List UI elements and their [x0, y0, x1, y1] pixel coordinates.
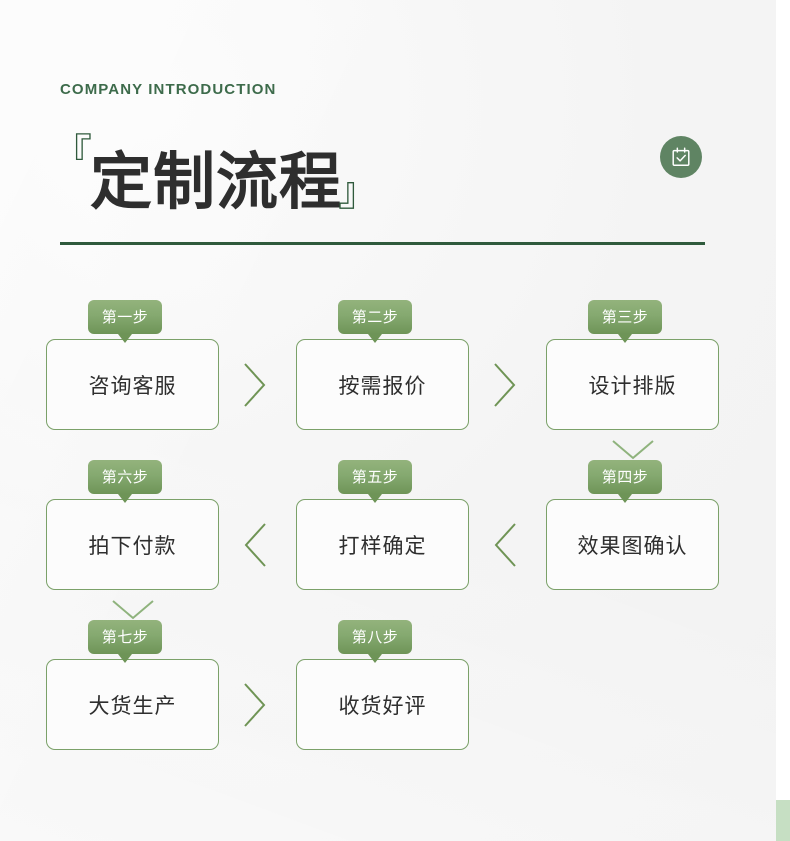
chevron-right-icon	[242, 361, 268, 409]
step-label: 设计排版	[588, 374, 677, 398]
step-card[interactable]: 设计排版	[546, 339, 719, 430]
calendar-check-icon	[660, 136, 702, 178]
step-tag-label: 第三步	[601, 308, 649, 326]
step-card[interactable]: 咨询客服	[46, 339, 219, 430]
bracket-open-mark: 『	[52, 131, 92, 177]
step-tag-label: 第五步	[351, 468, 399, 486]
corner-accent-block	[776, 800, 790, 841]
step-tag-label: 第四步	[601, 468, 649, 486]
chevron-left-icon	[492, 521, 518, 569]
flow-step[interactable]: 按需报价 第二步	[296, 300, 469, 430]
step-tag: 第四步	[588, 460, 662, 503]
chevron-down-icon	[110, 598, 156, 622]
flow-row-3: 大货生产 第七步 收货好评 第八步	[0, 620, 776, 780]
step-tag-label: 第七步	[101, 628, 149, 646]
step-card[interactable]: 大货生产	[46, 659, 219, 750]
step-label: 打样确定	[338, 534, 427, 558]
step-tag-label: 第八步	[351, 628, 399, 646]
step-tag-label: 第六步	[101, 468, 149, 486]
page-title-text: 定制流程	[90, 148, 343, 217]
flow-step[interactable]: 打样确定 第五步	[296, 460, 469, 590]
flow-step[interactable]: 大货生产 第七步	[46, 620, 219, 750]
step-label: 拍下付款	[88, 534, 177, 558]
section-eyebrow: COMPANY INTRODUCTION	[60, 81, 277, 98]
step-tag: 第六步	[88, 460, 162, 503]
step-card[interactable]: 打样确定	[296, 499, 469, 590]
page-title: 『 定制流程 』	[52, 128, 378, 214]
step-tag: 第七步	[88, 620, 162, 663]
step-tag: 第三步	[588, 300, 662, 343]
step-tag: 第五步	[338, 460, 412, 503]
flow-row-1: 咨询客服 第一步 按需报价 第二步	[0, 300, 776, 460]
step-tag-label: 第一步	[101, 308, 149, 326]
bracket-close-mark: 』	[338, 169, 379, 215]
step-tag-label: 第二步	[351, 308, 399, 326]
step-label: 大货生产	[88, 694, 177, 718]
step-card[interactable]: 拍下付款	[46, 499, 219, 590]
title-divider	[60, 242, 705, 245]
chevron-down-icon	[610, 438, 656, 462]
chevron-right-icon	[492, 361, 518, 409]
step-tag: 第二步	[338, 300, 412, 343]
step-label: 效果图确认	[577, 534, 688, 558]
flow-step[interactable]: 拍下付款 第六步	[46, 460, 219, 590]
step-label: 按需报价	[338, 374, 427, 398]
flow-row-2: 拍下付款 第六步 打样确定 第五步	[0, 460, 776, 620]
step-card[interactable]: 按需报价	[296, 339, 469, 430]
step-tag: 第一步	[88, 300, 162, 343]
flow-step[interactable]: 收货好评 第八步	[296, 620, 469, 750]
step-card[interactable]: 效果图确认	[546, 499, 719, 590]
step-label: 咨询客服	[88, 374, 177, 398]
step-tag: 第八步	[338, 620, 412, 663]
chevron-right-icon	[242, 681, 268, 729]
flow-step[interactable]: 咨询客服 第一步	[46, 300, 219, 430]
flow-step[interactable]: 设计排版 第三步	[546, 300, 719, 430]
process-flow: 咨询客服 第一步 按需报价 第二步	[0, 300, 776, 780]
step-label: 收货好评	[338, 694, 427, 718]
step-card[interactable]: 收货好评	[296, 659, 469, 750]
flow-step[interactable]: 效果图确认 第四步	[546, 460, 719, 590]
chevron-left-icon	[242, 521, 268, 569]
